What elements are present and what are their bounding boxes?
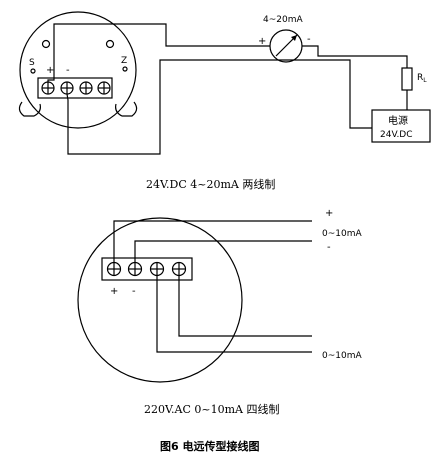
output-plus-label: + (325, 208, 333, 219)
meter-range-label: 4~20mA (263, 15, 303, 25)
four-wire-caption: 220V.AC 0~10mA 四线制 (144, 402, 279, 416)
terminal-label-minus: - (66, 65, 70, 76)
power-supply-label: 电源 (388, 114, 408, 127)
mount-lug-right (115, 101, 138, 117)
transmitter-housing-circle-1 (19, 11, 137, 129)
power-supply-box (371, 109, 431, 143)
wire-meter-to-resistor (302, 45, 408, 68)
current-meter-needle-tip (291, 35, 297, 41)
terminal-screw-4 (97, 81, 111, 95)
terminal-screw-2 (60, 81, 74, 95)
terminal-screws-2 (106, 261, 187, 277)
resistor-label: RL (417, 73, 427, 84)
wire-supply-return (66, 59, 372, 155)
resistor-label-subscript: L (423, 77, 427, 84)
terminal-screw-b (127, 261, 143, 277)
terminal-block-1 (37, 77, 113, 99)
current-meter (269, 29, 303, 63)
mount-hole-left (41, 39, 51, 49)
transmitter-housing-circle-2 (77, 217, 243, 383)
terminal-screw-c (149, 261, 165, 277)
terminal-label-plus: + (46, 65, 54, 76)
terminal-screw-1 (41, 81, 55, 95)
power-supply-voltage: 24V.DC (380, 130, 413, 140)
output-minus-label: - (327, 242, 331, 253)
wire-power-2 (178, 276, 312, 337)
mount-lug-left (18, 101, 41, 117)
terminal-plus-label-2: + (110, 286, 118, 297)
terminal-screws-1 (41, 81, 111, 95)
four-wire-diagram: + 0~10mA - 0~10mA + - 220V.AC 0~10mA 四线制 (77, 208, 362, 416)
terminal-screw-d (171, 261, 187, 277)
s-indicator-dot (30, 68, 36, 74)
terminal-block-2 (101, 257, 193, 281)
terminal-minus-label-2: - (132, 286, 136, 297)
mount-hole-right (105, 39, 115, 49)
meter-plus-label: + (258, 36, 266, 47)
z-indicator-dot (122, 66, 128, 72)
terminal-label-z: Z (121, 56, 127, 66)
wire-plus-to-meter (47, 23, 270, 82)
wire-out-plus (113, 220, 312, 262)
two-wire-diagram: S + - Z RL 电源 24V.DC 4~20mA + - 24V.DC 4… (18, 11, 431, 191)
output-range-bottom-label: 0~10mA (322, 351, 362, 361)
wire-power-1 (156, 276, 312, 353)
terminal-label-s: S (29, 58, 35, 68)
terminal-screw-a (106, 261, 122, 277)
figure-caption: 图6 电远传型接线图 (160, 439, 259, 453)
terminal-screw-3 (79, 81, 93, 95)
meter-minus-label: - (307, 34, 311, 45)
output-range-top-label: 0~10mA (322, 229, 362, 239)
wire-out-minus (134, 240, 312, 262)
two-wire-caption: 24V.DC 4~20mA 两线制 (146, 177, 275, 191)
load-resistor (401, 67, 413, 91)
